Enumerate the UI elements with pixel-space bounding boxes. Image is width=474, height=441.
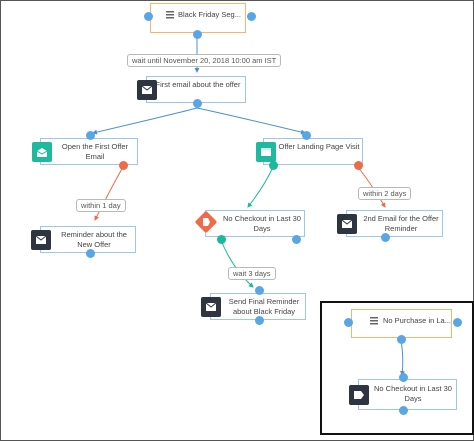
email-node-reminder-new-offer[interactable]: Reminder about the New Offer (40, 226, 136, 253)
email-icon (137, 80, 157, 100)
wait-until-label[interactable]: wait until November 20, 2018 10:00 am IS… (127, 54, 282, 67)
connector-port[interactable] (86, 249, 95, 258)
condition-node-label: Offer Landing Page Visit (278, 142, 360, 151)
connector-port[interactable] (255, 316, 264, 325)
segment-node-black-friday[interactable]: Black Friday Seg... (150, 3, 246, 33)
email-node-label: 2nd Email for the Offer Reminder (363, 214, 439, 233)
condition-node-no-checkout-30[interactable]: No Checkout in Last 30 Days (358, 379, 457, 410)
connector-port[interactable] (399, 373, 408, 382)
email-node-second-email[interactable]: 2nd Email for the Offer Reminder (346, 210, 443, 237)
within-2-days-label[interactable]: within 2 days (358, 187, 412, 200)
email-open-icon (32, 142, 52, 162)
edge-no-checkout-to-final (220, 239, 254, 288)
connector-port[interactable] (255, 286, 264, 295)
checkout-tag-icon (194, 210, 218, 234)
connector-port[interactable] (344, 318, 353, 327)
connector-port[interactable] (144, 12, 153, 21)
connector-port[interactable] (381, 233, 390, 242)
email-icon (337, 214, 357, 234)
segment-list-icon (166, 11, 174, 19)
connector-port[interactable] (247, 12, 256, 21)
connector-port-yes[interactable] (269, 161, 278, 170)
highlight-box (320, 301, 474, 435)
segment-list-icon (370, 317, 378, 325)
webpage-icon (256, 142, 276, 162)
segment-node-label: Black Friday Seg... (178, 10, 241, 19)
connector-port[interactable] (453, 318, 462, 327)
email-icon (201, 297, 221, 317)
connector-port[interactable] (193, 30, 202, 39)
connector-port[interactable] (397, 335, 406, 344)
segment-node-label: No Purchase in La... (383, 316, 451, 325)
email-icon (31, 230, 51, 250)
condition-node-label: No Checkout in Last 30 Days (223, 214, 301, 233)
connector-port-no[interactable] (119, 161, 128, 170)
segment-node-no-purchase[interactable]: No Purchase in La... (351, 309, 452, 338)
edge-landing-to-second-email (357, 166, 386, 208)
checkout-tag-icon (349, 385, 369, 405)
edge-landing-to-no-checkout (247, 166, 274, 208)
email-node-label: Reminder about the New Offer (61, 230, 127, 249)
email-node-label: Send Final Reminder about Black Friday (228, 297, 300, 316)
email-node-final-reminder[interactable]: Send Final Reminder about Black Friday (210, 293, 306, 320)
condition-node-label: No Checkout in Last 30 Days (374, 384, 452, 403)
connector-port[interactable] (86, 131, 95, 140)
within-1-day-label[interactable]: within 1 day (76, 199, 126, 212)
condition-node-landing-page-visit[interactable]: Offer Landing Page Visit (263, 138, 363, 165)
email-node-label: First email about the offer (155, 80, 241, 89)
edge-open-to-reminder (94, 166, 124, 221)
edge-first-email-to-open (92, 107, 198, 135)
wait-3-days-label[interactable]: wait 3 days (228, 267, 276, 280)
edge-first-email-to-landing (196, 107, 306, 135)
connector-port[interactable] (302, 131, 311, 140)
condition-node-label: Open the First Offer Email (61, 142, 129, 161)
connector-port-yes[interactable] (217, 235, 226, 244)
connector-port[interactable] (399, 406, 408, 415)
connector-port[interactable] (292, 235, 301, 244)
condition-node-no-checkout[interactable]: No Checkout in Last 30 Days (205, 210, 305, 237)
connector-port-no[interactable] (354, 161, 363, 170)
connector-port[interactable] (193, 99, 202, 108)
